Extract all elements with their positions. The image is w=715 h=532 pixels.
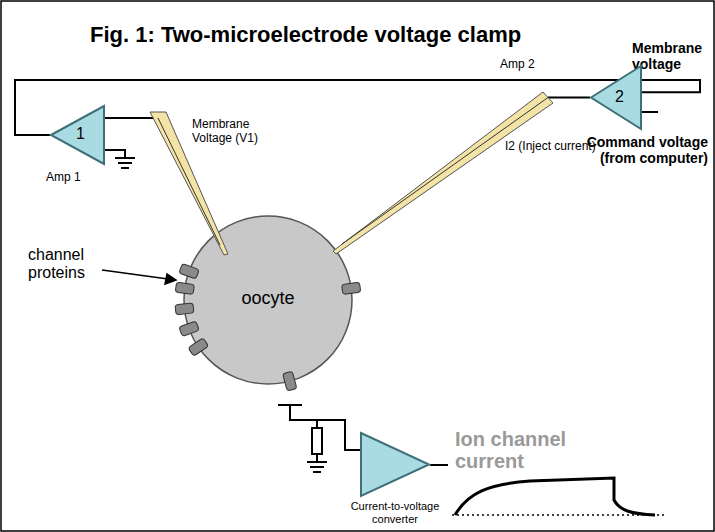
electrode-label: I2 (Inject current)	[505, 140, 617, 154]
node-caption: Amp 2	[500, 58, 535, 72]
current-electrode	[333, 92, 553, 254]
node-text: 2	[615, 88, 624, 106]
node-caption: Amp 1	[46, 171, 81, 185]
signal-label: Membrane voltage	[632, 40, 710, 72]
current-trace	[455, 478, 655, 515]
voltage-electrode	[150, 112, 228, 255]
node-text: Current-to-voltage converter	[328, 500, 462, 525]
converter-amplifier-outline	[360, 432, 430, 497]
output-label: Ion channel current	[455, 428, 605, 472]
node-text: oocyte	[183, 288, 353, 309]
signal-label: Command voltage (from computer)	[586, 134, 708, 166]
channel-protein	[179, 263, 199, 279]
channel-protein	[283, 371, 297, 391]
figure-title: Fig. 1: Two-microelectrode voltage clamp	[90, 22, 521, 47]
node-text: 1	[76, 125, 85, 143]
amplifier-triangle: 2Amp 2	[590, 65, 642, 130]
channel-protein	[179, 321, 199, 337]
pointer-arrow	[102, 270, 176, 284]
part-label: channel proteins	[28, 246, 104, 283]
channel-protein	[175, 282, 194, 294]
amplifier-triangle: 1Amp 1	[50, 105, 105, 165]
channel-protein	[175, 303, 194, 315]
channel-protein	[342, 282, 361, 294]
oocyte-cell: oocyte	[183, 215, 353, 385]
electrode-label: Membrane Voltage (V1)	[192, 118, 282, 146]
amp1-wiring	[105, 118, 156, 168]
channel-protein	[188, 338, 209, 356]
converter-amplifier: Current-to-voltage converter	[360, 432, 430, 497]
feedback-wire	[15, 80, 700, 135]
baseline	[452, 514, 665, 516]
